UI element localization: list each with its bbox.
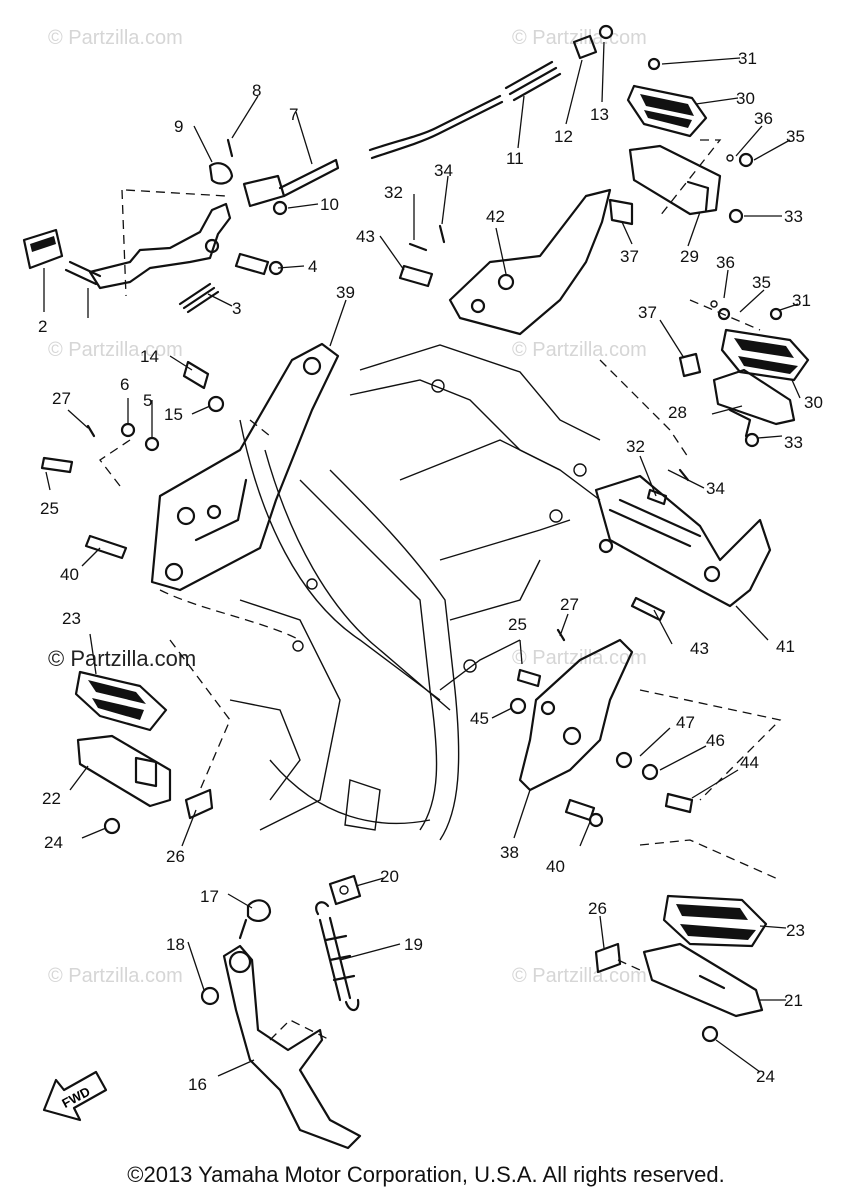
part-41-footrest-plate: [594, 468, 772, 622]
callout-34: 34: [434, 161, 453, 180]
dashed-guide: [159, 589, 301, 641]
callout-14: 14: [140, 347, 159, 366]
callout-39: 39: [336, 283, 355, 302]
callout-46: 46: [706, 731, 725, 750]
callout-36: 36: [716, 253, 735, 272]
watermark: © Partzilla.com: [48, 965, 183, 987]
shift-rod-assembly: [208, 138, 340, 216]
callout-25: 25: [40, 499, 59, 518]
callout-42: 42: [486, 207, 505, 226]
part-28-footrest-bracket: [678, 300, 796, 448]
callout-18: 18: [166, 935, 185, 954]
callout-6: 6: [120, 375, 129, 394]
callout-32: 32: [384, 183, 403, 202]
callout-10: 10: [320, 195, 339, 214]
part-2-shift-pedal-rubber: [22, 228, 102, 286]
callout-17: 17: [200, 887, 219, 906]
callout-9: 9: [174, 117, 183, 136]
callout-27: 27: [560, 595, 579, 614]
leader-lines: [43, 41, 801, 1077]
part-22-footrest-bracket: [76, 734, 214, 835]
callout-33: 33: [784, 433, 803, 452]
callout-7: 7: [289, 105, 298, 124]
callout-40: 40: [546, 857, 565, 876]
callout-26: 26: [588, 899, 607, 918]
callout-19: 19: [404, 935, 423, 954]
part-38-footrest-plate: [509, 628, 694, 828]
callout-32: 32: [626, 437, 645, 456]
callout-29: 29: [680, 247, 699, 266]
callout-12: 12: [554, 127, 573, 146]
callout-27: 27: [52, 389, 71, 408]
callout-22: 22: [42, 789, 61, 808]
watermark: © Partzilla.com: [48, 27, 183, 49]
callout-41: 41: [776, 637, 795, 656]
part-21-footrest-bracket: [594, 942, 764, 1043]
callout-45: 45: [470, 709, 489, 728]
callout-24: 24: [756, 1067, 775, 1086]
callout-37: 37: [620, 247, 639, 266]
callout-5: 5: [143, 391, 152, 410]
callout-4: 4: [308, 257, 317, 276]
part-16-side-stand: [200, 874, 362, 1150]
callout-47: 47: [676, 713, 695, 732]
part-23-footrest: [74, 670, 168, 732]
callout-26: 26: [166, 847, 185, 866]
callout-40: 40: [60, 565, 79, 584]
watermark: © Partzilla.com: [512, 965, 647, 987]
callout-43: 43: [356, 227, 375, 246]
callout-20: 20: [380, 867, 399, 886]
callout-3: 3: [232, 299, 241, 318]
callout-8: 8: [252, 81, 261, 100]
callout-31: 31: [792, 291, 811, 310]
callout-11: 11: [506, 149, 524, 168]
callout-31: 31: [738, 49, 757, 68]
callout-35: 35: [752, 273, 771, 292]
callout-28: 28: [668, 403, 687, 422]
shift-lever-assembly: [88, 202, 284, 314]
callout-30: 30: [736, 89, 755, 108]
callout-25: 25: [508, 615, 527, 634]
watermark: © Partzilla.com: [512, 27, 647, 49]
watermark: © Partzilla.com: [48, 339, 183, 361]
frame: [229, 344, 601, 841]
callout-23: 23: [786, 921, 805, 940]
watermark: © Partzilla.com: [512, 647, 647, 669]
dashed-guide: [249, 419, 271, 437]
callout-38: 38: [500, 843, 519, 862]
callout-44: 44: [740, 753, 759, 772]
callout-43: 43: [690, 639, 709, 658]
callout-24: 24: [44, 833, 63, 852]
brake-rod-assembly: [368, 24, 614, 160]
callout-13: 13: [590, 105, 609, 124]
part-39-footrest-plate: [40, 342, 340, 592]
callout-30: 30: [804, 393, 823, 412]
fwd-arrow: FWD: [42, 1070, 108, 1122]
part-30-footrest-right: [720, 307, 810, 382]
callout-34: 34: [706, 479, 725, 498]
part-23-footrest-right: [662, 894, 768, 948]
part-42-bracket: [398, 188, 634, 336]
callout-37: 37: [638, 303, 657, 322]
callout-36: 36: [754, 109, 773, 128]
callout-numbers: 2 3 4 5 6 7 8 9 10 11 12 13 14 15 16 17 …: [38, 49, 823, 1094]
callout-2: 2: [38, 317, 47, 336]
part-30-footrest-upper: [626, 57, 708, 138]
callout-33: 33: [784, 207, 803, 226]
copyright-notice: ©2013 Yamaha Motor Corporation, U.S.A. A…: [127, 1162, 725, 1187]
callout-16: 16: [188, 1075, 207, 1094]
watermarks: © Partzilla.com © Partzilla.com © Partzi…: [48, 27, 647, 987]
watermark-dark: © Partzilla.com: [48, 646, 196, 671]
part-29-footrest-bracket: [628, 144, 754, 224]
watermark: © Partzilla.com: [512, 339, 647, 361]
callout-15: 15: [164, 405, 183, 424]
callout-21: 21: [784, 991, 803, 1010]
callout-35: 35: [786, 127, 805, 146]
callout-23: 23: [62, 609, 81, 628]
